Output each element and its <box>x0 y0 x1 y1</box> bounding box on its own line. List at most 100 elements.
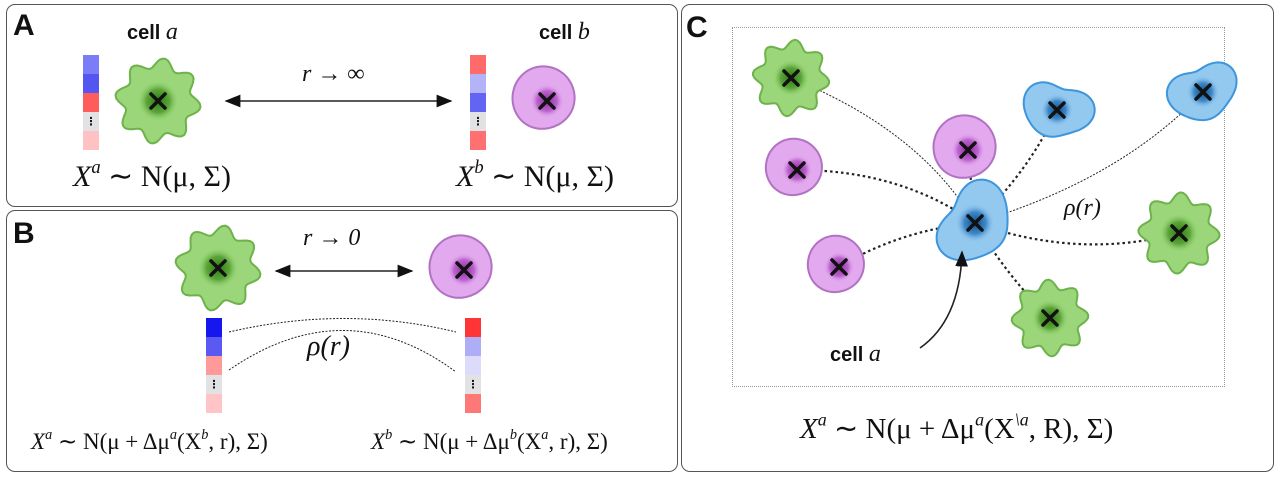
cell-b-title: cell b <box>539 19 590 46</box>
formula-tail-pre: (X <box>517 429 542 454</box>
purple-cell <box>428 234 493 299</box>
cell-label-text: cell <box>830 344 864 366</box>
formula-sup: b <box>201 427 209 444</box>
interaction-line <box>974 109 1059 224</box>
bar-segment <box>465 356 481 375</box>
bar-segment <box>465 394 481 413</box>
formula-mid: ∼ N(μ + Δμ <box>826 413 976 445</box>
cell-a-pointer-arrow <box>919 250 968 349</box>
cell-a-label-c: cell a <box>830 341 881 368</box>
arrow-label-a-text: r → ∞ <box>302 61 365 87</box>
panel-b: B ⋮ ⋮ r → 0 ρ(r) Xa ∼ N(μ + Δμa(Xb, r), … <box>6 210 678 472</box>
arrow-label-a: r → ∞ <box>302 61 364 88</box>
bar-segment <box>83 93 99 112</box>
purple-cell <box>511 65 576 130</box>
cells-group <box>114 38 1238 358</box>
formula-sup: a <box>817 409 827 430</box>
tissue-region <box>732 27 1225 387</box>
panel-label-a: A <box>13 9 35 42</box>
purple-cell <box>806 234 865 294</box>
cell-center-cross-icon <box>788 161 806 179</box>
blue-cell <box>935 178 1009 262</box>
arrow-label-b-text: r → 0 <box>303 225 361 251</box>
formula-mid: ∼ N(μ + Δμ <box>52 429 170 454</box>
panel-label-c: C <box>686 11 708 44</box>
cell-b-var: b <box>577 19 590 45</box>
bar-segment <box>465 318 481 337</box>
cell-a-var: a <box>165 19 178 45</box>
cell-center-cross-icon <box>959 141 977 159</box>
bar-ellipsis: ⋮ <box>465 375 481 394</box>
cell-center-cross-icon <box>455 261 473 279</box>
formula-x: X <box>456 160 475 193</box>
cell-label-var: a <box>868 341 881 367</box>
expression-bar-b: ⋮ <box>470 55 486 150</box>
formula-x: X <box>31 429 46 454</box>
purple-cell <box>764 137 823 197</box>
bar-segment <box>83 131 99 150</box>
cell-center-cross-icon <box>209 259 227 277</box>
green-cell <box>1137 191 1221 275</box>
rho-label-b-text: ρ(r) <box>307 331 350 362</box>
cell-a-title: cell a <box>127 19 178 46</box>
bar-segment <box>465 337 481 356</box>
expression-bar-b: ⋮ <box>465 318 481 413</box>
formula-sup: a <box>91 156 101 178</box>
cell-center-cross-icon <box>1170 224 1188 242</box>
formula-x: X <box>800 413 818 445</box>
cell-center-cross-icon <box>1041 309 1059 327</box>
formula-x: X <box>371 429 386 454</box>
formula-sup: a <box>169 427 178 444</box>
cell-b-title-text: cell <box>539 22 573 44</box>
bar-segment <box>206 356 222 375</box>
formula-tail: , R), Σ) <box>1028 413 1114 445</box>
cell-center-cross-icon <box>538 92 556 110</box>
bar-segment <box>83 55 99 74</box>
formula-rest: ∼ N(μ, Σ) <box>483 160 614 193</box>
formula-sup: b <box>474 156 484 178</box>
formula-tail: , r), Σ) <box>208 429 268 454</box>
bar-segment <box>206 394 222 413</box>
cell-center-cross-icon <box>966 214 984 232</box>
formula-a-right: Xb ∼ N(μ, Σ) <box>456 156 614 194</box>
correlation-line <box>228 318 457 333</box>
interaction-line <box>974 91 1204 224</box>
rho-label-c: ρ(r) <box>1064 195 1101 222</box>
formula-b-left: Xa ∼ N(μ + Δμa(Xb, r), Σ) <box>31 427 268 455</box>
formula-tail-pre: (X <box>984 413 1015 445</box>
bar-ellipsis: ⋮ <box>83 112 99 131</box>
formula-sup: a <box>975 409 985 430</box>
formula-b-right: Xb ∼ N(μ + Δμb(Xa, r), Σ) <box>371 427 608 455</box>
bar-segment <box>470 93 486 112</box>
cell-center-cross-icon <box>782 69 800 87</box>
cell-a-title-text: cell <box>127 22 161 44</box>
bar-ellipsis: ⋮ <box>206 375 222 394</box>
formula-sup: a <box>45 427 53 444</box>
green-cell <box>114 57 202 145</box>
bar-segment <box>470 74 486 93</box>
bar-segment <box>470 131 486 150</box>
panel-label-b: B <box>13 217 35 250</box>
rho-label-c-text: ρ(r) <box>1064 195 1101 221</box>
green-cell <box>752 38 830 118</box>
formula-tail-pre: (X <box>177 429 202 454</box>
arrows-group <box>224 94 968 373</box>
blue-cell <box>1165 61 1238 122</box>
cell-center-cross-icon <box>149 92 167 110</box>
formula-sup: \a <box>1014 409 1029 430</box>
formula-sup: b <box>509 427 518 444</box>
correlation-line <box>228 330 457 373</box>
formula-a-left: Xa ∼ N(μ, Σ) <box>73 156 231 194</box>
formula-tail: , r), Σ) <box>548 429 608 454</box>
bar-ellipsis: ⋮ <box>470 112 486 131</box>
formula-c: Xa ∼ N(μ + Δμa(X\a, R), Σ) <box>800 409 1114 446</box>
formula-sup: b <box>385 427 393 444</box>
rho-label-b: ρ(r) <box>307 331 350 363</box>
blue-cell <box>1022 81 1096 138</box>
formula-sup: a <box>541 427 549 444</box>
purple-cell <box>932 114 997 179</box>
green-cell <box>174 224 262 312</box>
expression-bar-a: ⋮ <box>206 318 222 413</box>
formula-x: X <box>73 160 92 193</box>
